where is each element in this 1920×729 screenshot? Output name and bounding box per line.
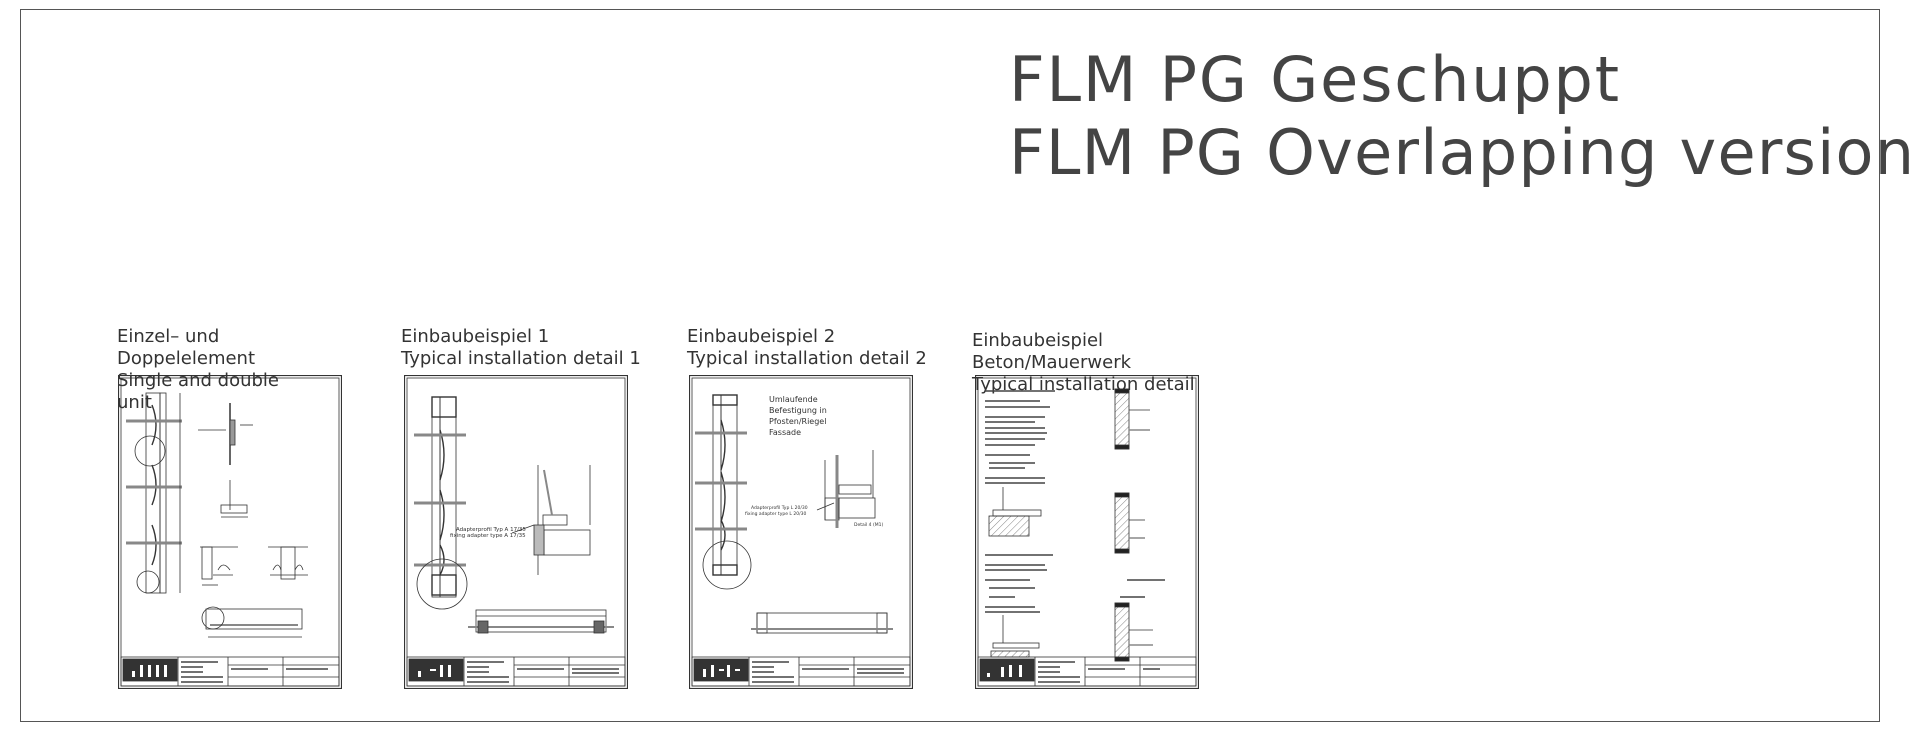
title-line-1: FLM PG Geschuppt: [1009, 43, 1619, 116]
horizontal-section-single: [201, 606, 303, 638]
sheet-4-concrete-masonry-detail[interactable]: [975, 375, 1199, 689]
label-line: Typical installation detail 2: [687, 348, 927, 369]
instruction-text-block: [985, 390, 1165, 613]
horizontal-section: [468, 609, 614, 634]
sheet-4-label: Einbaubeispiel Beton/Mauerwerk Typical i…: [972, 330, 1195, 396]
horizontal-section: [751, 612, 893, 634]
label-line: Doppelelement: [117, 348, 256, 369]
label-line: Beton/Mauerwerk: [972, 352, 1132, 373]
drawing-title: FLM PG Geschuppt FLM PG Overlapping vers…: [1009, 43, 1914, 189]
detail-label: Detail 4 (M1): [854, 522, 883, 528]
wall-section-top: [1114, 388, 1150, 450]
wall-section-bottom: [1114, 602, 1153, 662]
note-text: Umlaufende Befestigung in Pfosten/Riegel…: [769, 395, 827, 437]
connection-detail: [816, 450, 876, 528]
sheet-3-label: Einbaubeispiel 2 Typical installation de…: [687, 326, 927, 370]
drawing-frame: [20, 9, 1880, 722]
sheet-2-installation-detail-1[interactable]: Adapterprofil Typ A 17/35 fixing adapter…: [404, 375, 628, 689]
sheet-2-label: Einbaubeispiel 1 Typical installation de…: [401, 326, 641, 370]
label-line: Einzel– und: [117, 326, 220, 347]
label-line: Einbaubeispiel 1: [401, 326, 550, 347]
title-block: [691, 656, 911, 687]
annotation-line: Adapterprofil Typ L 20/30: [751, 505, 808, 511]
connection-detail: [511, 465, 591, 575]
annotation-line: fixing adapter type A 17/35: [450, 533, 526, 539]
label-line: unit: [117, 392, 152, 413]
vertical-section: [414, 396, 468, 610]
vertical-section: [126, 392, 182, 594]
label-line: Typical installation detail 1: [401, 348, 641, 369]
label-line: Einbaubeispiel 2: [687, 326, 836, 347]
label-line: Typical installation detail: [972, 374, 1195, 395]
detail-a: [200, 546, 308, 586]
note-line: Pfosten/Riegel: [769, 417, 826, 426]
note-line: Umlaufende: [769, 395, 818, 404]
label-line: Einbaubeispiel: [972, 330, 1104, 351]
title-block: [406, 656, 626, 687]
annotation-line: Adapterprofil Typ A 17/35: [456, 527, 526, 533]
sill-detail-top: [988, 487, 1042, 537]
note-line: Fassade: [769, 428, 801, 437]
sheet-1-single-double-unit[interactable]: [118, 375, 342, 689]
wall-section-middle: [1114, 492, 1145, 554]
annotation-line: fixing adapter type L 20/30: [745, 511, 806, 517]
title-block: [120, 656, 340, 687]
detail-c: [220, 480, 248, 518]
sill-detail-bottom: [990, 615, 1040, 658]
detail-b: [198, 403, 253, 465]
sheet-3-installation-detail-2[interactable]: Umlaufende Befestigung in Pfosten/Riegel…: [689, 375, 913, 689]
note-line: Befestigung in: [769, 406, 827, 415]
title-line-2: FLM PG Overlapping version: [1009, 116, 1914, 189]
title-block: [977, 656, 1197, 687]
vertical-section: [695, 394, 752, 590]
